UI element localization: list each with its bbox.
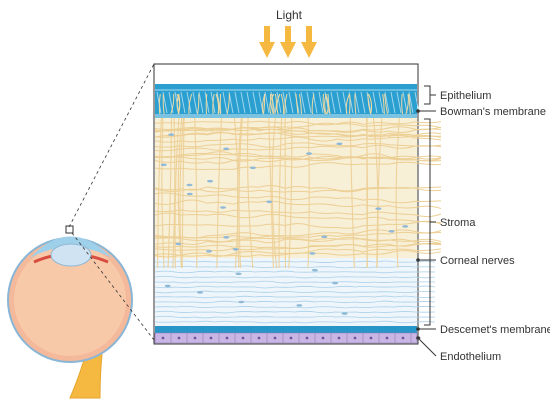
- bowman-label: Bowman's membrane: [440, 106, 546, 118]
- descemet-label: Descemet's membrane: [440, 324, 550, 336]
- endothelium-label: Endothelium: [440, 351, 501, 363]
- epithelium-label: Epithelium: [440, 90, 491, 102]
- corneal-nerves-label: Corneal nerves: [440, 255, 515, 267]
- light-arrows-icon: [259, 26, 317, 58]
- bowman-layer: [155, 114, 417, 118]
- endothelium-cells: [154, 333, 421, 343]
- epithelium-cells: [155, 89, 420, 115]
- stroma-lamellae: [154, 260, 436, 324]
- descemet-layer: [155, 326, 417, 333]
- label-dots: [416, 109, 420, 340]
- label-brackets: [417, 85, 437, 357]
- keratocytes: [160, 133, 409, 315]
- zoom-lines: [68, 63, 155, 341]
- cornea-section: [153, 63, 442, 345]
- light-label: Light: [276, 8, 303, 22]
- stroma-label: Stroma: [440, 217, 476, 229]
- eye-illustration: [7, 225, 133, 399]
